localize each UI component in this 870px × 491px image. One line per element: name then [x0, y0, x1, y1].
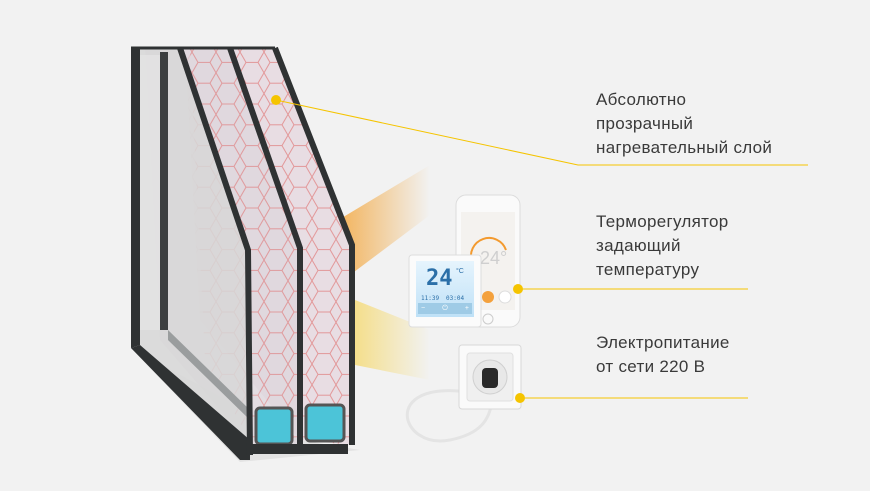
- frame-bottom-bar: [131, 345, 250, 460]
- callout-power: Электропитание от сети 220 В: [596, 331, 730, 379]
- phone-temperature: 24°: [480, 248, 508, 268]
- thermostat-unit: °C: [456, 268, 464, 275]
- callout-line: Абсолютно: [596, 90, 687, 109]
- callout-heating-layer: Абсолютно прозрачный нагревательный слой: [596, 88, 772, 160]
- dot-marker: [271, 95, 281, 105]
- callout-line: Терморегулятор: [596, 212, 729, 231]
- wall-socket: [405, 344, 522, 443]
- power-button: ⏻: [442, 305, 448, 312]
- front-pane-edge: [177, 47, 253, 456]
- callout-line: прозрачный: [596, 114, 694, 133]
- dot-marker: [513, 284, 523, 294]
- spacer-desiccant-2: [304, 403, 346, 443]
- frame-inner-bar: [160, 52, 168, 330]
- callout-line: Электропитание: [596, 333, 730, 352]
- thermostat-date: 03:04: [446, 295, 465, 302]
- thermostat-display: 24 °C 11:39 03:04: [416, 262, 474, 304]
- minus-button: −: [421, 305, 426, 312]
- power-cable: [405, 389, 494, 443]
- thermostat: [408, 254, 482, 328]
- back-pane-edge: [272, 46, 355, 445]
- callout-thermostat: Терморегулятор задающий температуру: [596, 210, 729, 282]
- middle-pane-edge: [227, 47, 303, 452]
- thermostat-buttons: − ⏻ +: [418, 303, 472, 314]
- callout-lines: [271, 95, 808, 399]
- spacer-desiccant-1: [254, 406, 294, 446]
- callout-line: температуру: [596, 260, 700, 279]
- frame-left-bar: [131, 48, 140, 348]
- dot-marker: [515, 393, 525, 403]
- callout-line: задающий: [596, 236, 681, 255]
- callout-line: нагревательный слой: [596, 138, 773, 157]
- triple-glazed-window: [131, 46, 360, 462]
- callout-line: от сети 220 В: [596, 357, 706, 376]
- thermostat-time: 11:39: [421, 295, 440, 302]
- thermostat-temperature: 24: [426, 266, 453, 291]
- plus-button: +: [464, 305, 469, 312]
